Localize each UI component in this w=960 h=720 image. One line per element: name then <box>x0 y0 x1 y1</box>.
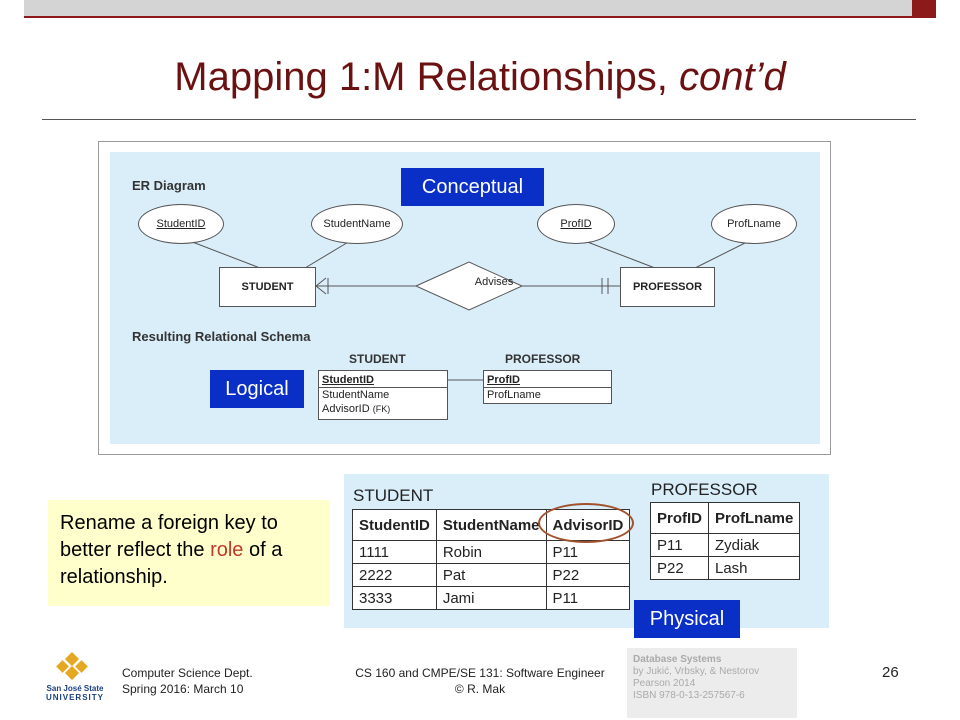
attribute-studentname: StudentName <box>311 204 403 244</box>
table-cell: P11 <box>545 540 631 564</box>
column-header: StudentName <box>435 509 547 541</box>
schema-student-col: StudentName <box>322 389 390 401</box>
footer-date-line: Spring 2016: March 10 <box>122 682 244 696</box>
column-header: ProfLname <box>707 502 801 534</box>
table-cell: 1111 <box>352 540 437 564</box>
top-decorative-bar <box>24 0 912 16</box>
advisorid-highlight-circle <box>538 503 634 543</box>
book-citation: Database Systems by Jukić, Vrbsky, & Nes… <box>627 648 797 718</box>
schema-professor-pk: ProfID <box>484 373 611 388</box>
citation-title: Database Systems <box>633 654 722 665</box>
footer-course: CS 160 and CMPE/SE 131: Software Enginee… <box>330 665 630 697</box>
attribute-profid: ProfID <box>537 204 615 244</box>
slide-title: Mapping 1:M Relationships, cont’d <box>60 55 900 100</box>
footer-course-line: CS 160 and CMPE/SE 131: Software Enginee… <box>355 666 605 680</box>
physical-tag: Physical <box>634 600 740 638</box>
table-cell: P11 <box>650 533 709 557</box>
schema-professor-title: PROFESSOR <box>505 352 581 366</box>
table-row: 2222 Pat P22 <box>352 563 631 587</box>
footer-author-line: © R. Mak <box>454 682 506 696</box>
table-cell: Zydiak <box>707 533 801 557</box>
schema-professor-pk-text: ProfID <box>487 374 520 386</box>
attribute-proflname: ProfLname <box>711 204 797 244</box>
physical-professor-title: PROFESSOR <box>651 480 758 499</box>
column-header: StudentID <box>352 509 437 541</box>
fk-marker: (FK) <box>372 404 391 414</box>
sjsu-logo-text: San José State UNIVERSITY <box>44 684 106 702</box>
title-underline <box>42 119 916 120</box>
attribute-studentid-text: StudentID <box>156 218 206 230</box>
note-text-after: of a relationship. <box>60 539 283 588</box>
citation-isbn: ISBN 978-0-13-257567-6 <box>633 690 745 701</box>
column-header: ProfID <box>650 502 709 534</box>
table-cell: P22 <box>650 556 709 580</box>
attribute-studentid: StudentID <box>138 204 224 244</box>
entity-student: STUDENT <box>219 267 316 307</box>
table-cell: P22 <box>545 563 631 587</box>
table-cell: Jami <box>435 586 547 610</box>
schema-heading: Resulting Relational Schema <box>132 329 311 344</box>
title-italic-text: cont’d <box>678 55 786 99</box>
schema-professor-col: ProfLname <box>487 389 541 401</box>
top-accent-line <box>24 16 936 18</box>
table-cell: Lash <box>707 556 801 580</box>
explanation-note: Rename a foreign key to better reflect t… <box>48 500 330 606</box>
physical-student-title: STUDENT <box>353 486 434 505</box>
relationship-advises: Advises <box>474 276 514 288</box>
top-accent-block <box>912 0 936 16</box>
note-text-before: Rename a foreign key to better reflect t… <box>60 512 278 561</box>
logical-tag: Logical <box>210 370 304 408</box>
table-cell: P11 <box>545 586 631 610</box>
schema-professor-table: ProfID ProfLname <box>483 370 612 404</box>
attribute-proflname-text: ProfLname <box>727 218 781 230</box>
attribute-studentname-text: StudentName <box>323 218 391 230</box>
citation-authors: by Jukić, Vrbsky, & Nestorov <box>633 666 760 677</box>
conceptual-tag: Conceptual <box>401 168 544 206</box>
er-diagram-heading: ER Diagram <box>132 178 206 193</box>
schema-student-fk-row: AdvisorID (FK) <box>322 402 444 416</box>
note-role-word: role <box>210 539 244 561</box>
schema-student-pk-text: StudentID <box>322 374 374 386</box>
title-main-text: Mapping 1:M Relationships, <box>174 55 679 99</box>
schema-student-pk: StudentID <box>319 373 447 388</box>
table-row: P22 Lash <box>650 556 801 580</box>
table-cell: 3333 <box>352 586 437 610</box>
footer-department: Computer Science Dept. Spring 2016: Marc… <box>122 665 253 697</box>
footer-dept-line: Computer Science Dept. <box>122 666 253 680</box>
logo-line-1: San José State <box>46 684 104 693</box>
sjsu-logo-icon <box>56 652 88 681</box>
table-cell: 2222 <box>352 563 437 587</box>
table-row: P11 Zydiak <box>650 533 801 557</box>
entity-professor: PROFESSOR <box>620 267 715 307</box>
schema-student-title: STUDENT <box>349 352 406 366</box>
physical-professor-table: ProfID ProfLname P11 Zydiak P22 Lash <box>650 502 801 580</box>
schema-student-fk: AdvisorID <box>322 403 370 415</box>
table-cell: Pat <box>435 563 547 587</box>
logo-line-2: UNIVERSITY <box>45 693 104 702</box>
schema-student-table: StudentID StudentName AdvisorID (FK) <box>318 370 448 420</box>
table-row: 1111 Robin P11 <box>352 540 631 564</box>
page-number: 26 <box>882 664 899 681</box>
attribute-profid-text: ProfID <box>560 218 592 230</box>
table-header-row: ProfID ProfLname <box>650 502 801 534</box>
citation-publisher: Pearson 2014 <box>633 678 696 689</box>
table-cell: Robin <box>435 540 547 564</box>
table-row: 3333 Jami P11 <box>352 586 631 610</box>
